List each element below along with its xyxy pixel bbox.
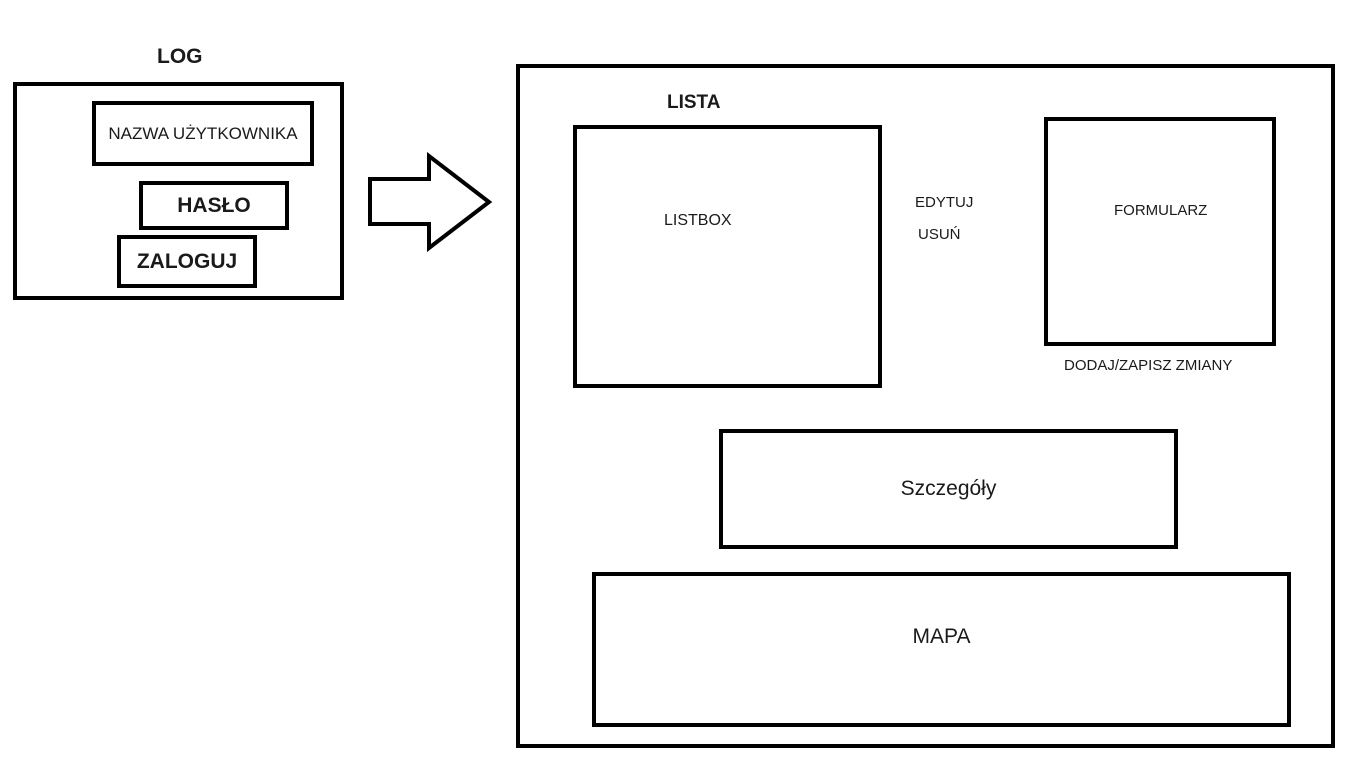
login-title: LOG [157,45,203,68]
delete-button[interactable]: USUŃ [918,226,961,243]
edit-button[interactable]: EDYTUJ [915,194,974,211]
add-save-button[interactable]: DODAJ/ZAPISZ ZMIANY [1064,357,1233,374]
form-label: FORMULARZ [1114,202,1208,219]
password-label: HASŁO [177,193,251,217]
password-field[interactable]: HASŁO [139,181,289,230]
list-title: LISTA [667,92,721,113]
map-panel[interactable]: MAPA [592,572,1291,727]
details-panel: Szczegóły [719,429,1178,549]
login-button-label: ZALOGUJ [136,249,238,273]
login-button[interactable]: ZALOGUJ [117,235,257,288]
map-label: MAPA [912,624,971,648]
details-label: Szczegóły [900,477,997,500]
username-label: NAZWA UŻYTKOWNIKA [108,123,298,143]
listbox[interactable] [573,125,882,388]
form-panel[interactable] [1044,117,1276,346]
listbox-label: LISTBOX [664,212,732,229]
username-field[interactable]: NAZWA UŻYTKOWNIKA [92,101,314,166]
arrow-right-icon [366,151,496,253]
